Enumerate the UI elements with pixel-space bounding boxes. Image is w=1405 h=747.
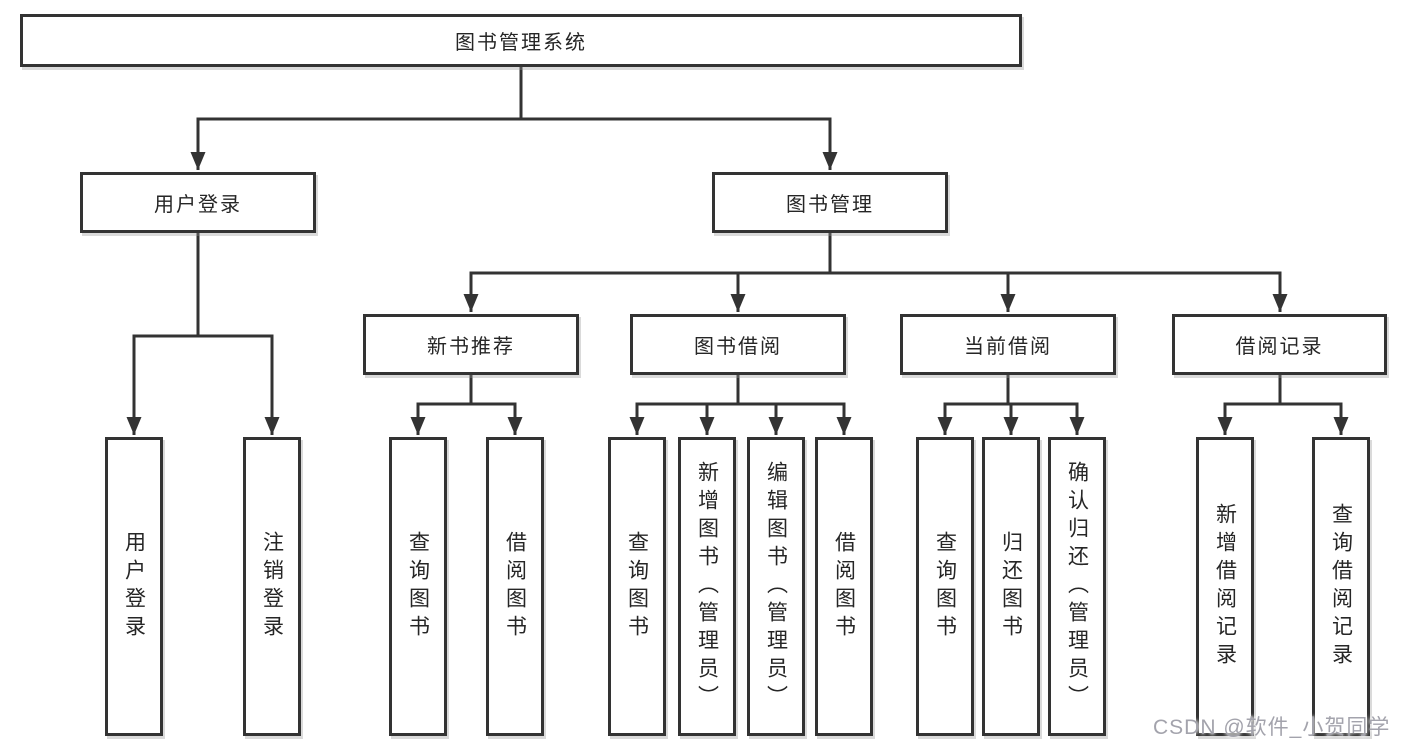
- leaf-query-books: 查询图书: [389, 437, 447, 736]
- leaf-add-books-admin: 新增图书（管理员）: [678, 437, 736, 736]
- leaf-return-books: 归还图书: [982, 437, 1040, 736]
- leaf-add-borrow-record: 新增借阅记录: [1196, 437, 1254, 736]
- leaf-edit-books-admin: 编辑图书（管理员）: [747, 437, 805, 736]
- leaf-logout: 注销登录: [243, 437, 301, 736]
- node-borrowing-records: 借阅记录: [1172, 314, 1387, 375]
- node-user-login: 用户登录: [80, 172, 316, 233]
- csdn-watermark: CSDN @软件_小贺同学: [1153, 716, 1391, 739]
- node-current-borrowing: 当前借阅: [900, 314, 1116, 375]
- leaf-confirm-return-admin: 确认归还（管理员）: [1048, 437, 1106, 736]
- leaf-user-login: 用户登录: [105, 437, 163, 736]
- leaf-query-borrow-record: 查询借阅记录: [1312, 437, 1370, 736]
- leaf-query-books-3: 查询图书: [916, 437, 974, 736]
- node-book-borrowing: 图书借阅: [630, 314, 846, 375]
- node-new-book-recommend: 新书推荐: [363, 314, 579, 375]
- leaf-borrow-books: 借阅图书: [486, 437, 544, 736]
- node-library-management-system: 图书管理系统: [20, 14, 1022, 67]
- leaf-borrow-books-2: 借阅图书: [815, 437, 873, 736]
- leaf-query-books-2: 查询图书: [608, 437, 666, 736]
- node-book-management: 图书管理: [712, 172, 948, 233]
